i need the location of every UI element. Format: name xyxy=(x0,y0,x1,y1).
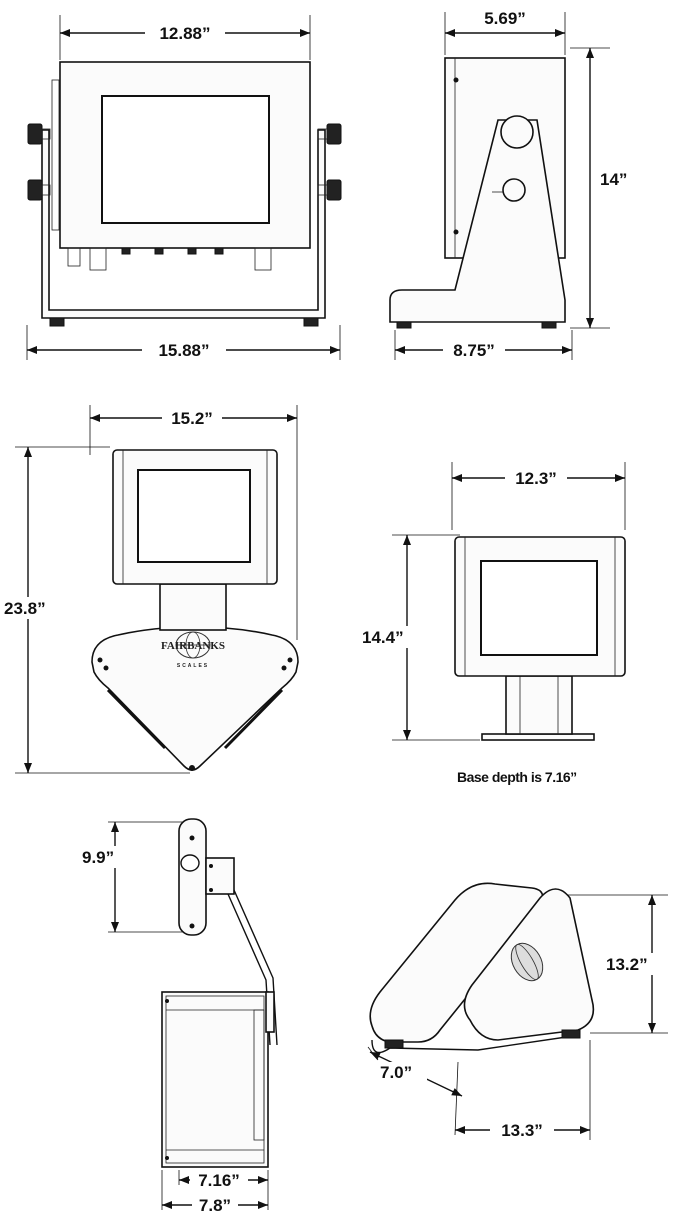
dim-front-width: 12.88” xyxy=(159,24,210,43)
dim-wall-side-height: 9.9” xyxy=(82,848,114,867)
dim-side-depth: 5.69” xyxy=(484,9,526,28)
wall-side-base xyxy=(161,991,269,1168)
dim-desk-width: 12.3” xyxy=(515,469,557,488)
dim-wall-width: 15.2” xyxy=(171,409,213,428)
dim-front-overall-width: 15.88” xyxy=(158,341,209,360)
tilted-logo xyxy=(510,942,544,982)
foot-right xyxy=(303,317,319,327)
desk-foot-plate xyxy=(481,733,595,741)
dim-side-height: 14” xyxy=(600,170,627,189)
wall-screen xyxy=(137,469,251,563)
knob-left-bottom xyxy=(27,179,51,201)
desk-screen xyxy=(480,560,598,656)
knob-right-bottom xyxy=(317,179,342,201)
dim-wall-height: 23.8” xyxy=(4,599,46,618)
wall-front-view: FAIRBANKS SCALES 15.2” 23.8” xyxy=(3,405,299,774)
wall-side-view: 9.9” 7.16” 7.8” xyxy=(80,818,278,1216)
wall-side-bracket xyxy=(205,857,235,895)
side-pivot-knob xyxy=(500,115,534,149)
dim-desk-height: 14.4” xyxy=(362,628,404,647)
dim-side-base-depth: 8.75” xyxy=(453,341,495,360)
side-lock-knob xyxy=(502,178,526,202)
side-base-arm xyxy=(389,119,566,323)
fairbanks-logo: FAIRBANKS SCALES xyxy=(161,631,225,669)
dim-tilt-depth-front: 7.0” xyxy=(380,1063,412,1082)
front-screen xyxy=(101,95,270,224)
wall-post xyxy=(159,583,227,631)
tilted-view: 13.2” 7.0” 13.3” xyxy=(367,882,668,1141)
dim-wall-side-depth-outer: 7.8” xyxy=(199,1196,231,1215)
logo-text: FAIRBANKS xyxy=(161,640,225,652)
foot-left xyxy=(49,317,65,327)
desk-front-view: 12.3” 14.4” Base depth is 7.16” xyxy=(360,462,626,785)
hinge-strip xyxy=(51,79,60,231)
triangle-base xyxy=(91,627,299,771)
dim-tilt-height: 13.2” xyxy=(606,955,648,974)
logo-subtext: SCALES xyxy=(177,663,209,669)
desk-post xyxy=(505,675,573,735)
cable-glands xyxy=(67,247,272,271)
knob-right-top xyxy=(317,123,342,145)
dim-tilt-depth-base: 13.3” xyxy=(501,1121,543,1140)
knob-left-top xyxy=(27,123,51,145)
dim-wall-side-depth-inner: 7.16” xyxy=(198,1171,240,1190)
base-depth-note: Base depth is 7.16” xyxy=(457,769,577,785)
side-view: 5.69” 14” 8.75” xyxy=(389,7,638,361)
front-view: 12.88” 15.88” xyxy=(26,15,342,361)
